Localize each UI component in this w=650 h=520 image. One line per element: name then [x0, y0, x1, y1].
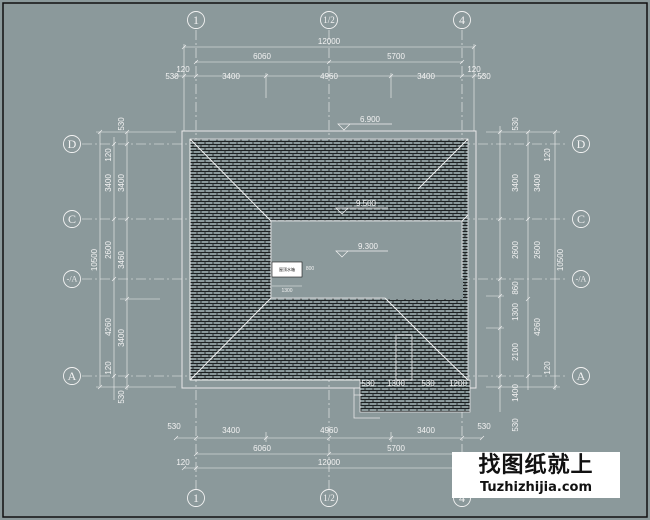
svg-text:A: A [577, 369, 586, 383]
dim-small-a: 530 [361, 379, 375, 388]
roof-plan [181, 130, 477, 419]
dim-left-d8: 120 [104, 361, 113, 375]
dim-left-d5: 3460 [117, 251, 126, 269]
axis-bubble-row-C: C C [63, 210, 590, 228]
dim-bottom-seg-right: 5700 [387, 444, 405, 453]
dims-right-texts: 530 120 3400 3400 2600 2600 860 1300 426… [511, 117, 565, 432]
flat-roof-notch [385, 278, 463, 299]
elevation-marker-eave: 6.900 [337, 115, 392, 131]
hip-lines [189, 138, 469, 381]
dim-small-b: 1300 [387, 379, 405, 388]
dim-bottom-c: 3400 [417, 426, 435, 435]
axis-bubble-row-sub: -/A -/A [63, 270, 590, 288]
dim-small-d: 1200 [449, 379, 467, 388]
dim-top-seg-left: 6060 [253, 52, 271, 61]
dim-right-bottom-over: 530 [511, 418, 520, 432]
dim-bottom-b: 4960 [320, 426, 338, 435]
dim-right-r8: 4260 [533, 318, 542, 336]
dim-top-seg-right: 5700 [387, 52, 405, 61]
dim-left-d7: 3400 [117, 329, 126, 347]
svg-text:D: D [577, 137, 586, 151]
dim-top-edge-l: 120 [176, 65, 190, 74]
svg-text:-/A: -/A [67, 275, 78, 284]
grid-lines [82, 30, 568, 490]
dim-left-top-over: 530 [117, 117, 126, 131]
dim-bottom-seg-left: 6060 [253, 444, 271, 453]
watermark-title: 找图纸就上 [478, 453, 594, 478]
dim-left-d4: 2600 [104, 241, 113, 259]
svg-text:1300: 1300 [281, 288, 292, 294]
dim-top-total: 12000 [318, 37, 341, 46]
dim-small-c: 530 [421, 379, 435, 388]
svg-text:1: 1 [193, 491, 199, 505]
dim-right-r9: 2100 [511, 343, 520, 361]
watermark: 找图纸就上 Tuzhizhijia.com [452, 452, 620, 498]
svg-text:1/2: 1/2 [323, 15, 335, 25]
axis-bubble-col-1: 1 1 [187, 11, 205, 507]
svg-text:1/2: 1/2 [323, 493, 335, 503]
dim-left-total: 10500 [90, 248, 99, 271]
dim-bottom-total: 12000 [318, 458, 341, 467]
dim-top-edge-r: 120 [467, 65, 481, 74]
stair-opening [395, 334, 413, 381]
dims-left-texts: 530 120 3400 3400 2600 3460 4260 3400 12… [90, 117, 126, 404]
svg-text:800: 800 [306, 266, 315, 272]
dormer-lines [353, 388, 380, 419]
dim-top-over-l: 530 [165, 72, 179, 81]
dim-top-c: 3400 [417, 72, 435, 81]
dim-right-r6: 860 [511, 281, 520, 295]
dim-right-r7: 1300 [511, 303, 520, 321]
dim-right-total: 10500 [556, 248, 565, 271]
dim-right-r2: 3400 [511, 174, 520, 192]
dim-bottom-over-l: 530 [167, 422, 181, 431]
elevation-marker-ridge: 9.500 [335, 199, 388, 215]
svg-text:4: 4 [459, 491, 465, 505]
dim-bottom-a: 3400 [222, 426, 240, 435]
axis-bubble-col-half: 1/2 1/2 [320, 11, 338, 507]
svg-text:1: 1 [193, 13, 199, 27]
dim-left-d6: 4260 [104, 318, 113, 336]
axis-bubble-row-A: A A [63, 367, 590, 385]
svg-text:C: C [68, 212, 76, 226]
dim-bottom-edge-l: 120 [176, 458, 190, 467]
axis-bubble-row-D: D D [63, 135, 590, 153]
dim-top-a: 3400 [222, 72, 240, 81]
svg-text:9.500: 9.500 [356, 199, 377, 208]
svg-text:-/A: -/A [576, 275, 587, 284]
dimension-lines-right [486, 126, 560, 412]
dim-left-bottom-over: 530 [117, 390, 126, 404]
svg-text:D: D [68, 137, 77, 151]
svg-text:屋顶水箱: 屋顶水箱 [279, 266, 295, 272]
dim-right-r1: 120 [543, 148, 552, 162]
dimension-lines-top [173, 44, 485, 131]
svg-text:6.900: 6.900 [360, 115, 381, 124]
elevation-marker-flat: 9.300 [335, 242, 388, 258]
dim-right-r4: 2600 [511, 241, 520, 259]
dimension-lines-left [96, 129, 176, 400]
dim-right-r11: 1400 [511, 384, 520, 402]
water-tank: 屋顶水箱 1300 800 [271, 261, 315, 294]
svg-text:4: 4 [459, 13, 465, 27]
dim-right-r10: 120 [543, 361, 552, 375]
dim-bottom-over-r: 530 [477, 422, 491, 431]
dim-left-d1: 120 [104, 148, 113, 162]
watermark-url: Tuzhizhijia.com [479, 480, 593, 495]
svg-text:C: C [577, 212, 585, 226]
dim-top-over-r: 530 [477, 72, 491, 81]
dim-right-r5: 2600 [533, 241, 542, 259]
dim-top-b: 4960 [320, 72, 338, 81]
eave-outline [181, 130, 477, 389]
dim-left-d2: 3400 [104, 174, 113, 192]
dim-left-d3: 3400 [117, 174, 126, 192]
svg-text:9.300: 9.300 [358, 242, 379, 251]
dim-right-top-over: 530 [511, 117, 520, 131]
dim-right-r3: 3400 [533, 174, 542, 192]
svg-text:A: A [68, 369, 77, 383]
